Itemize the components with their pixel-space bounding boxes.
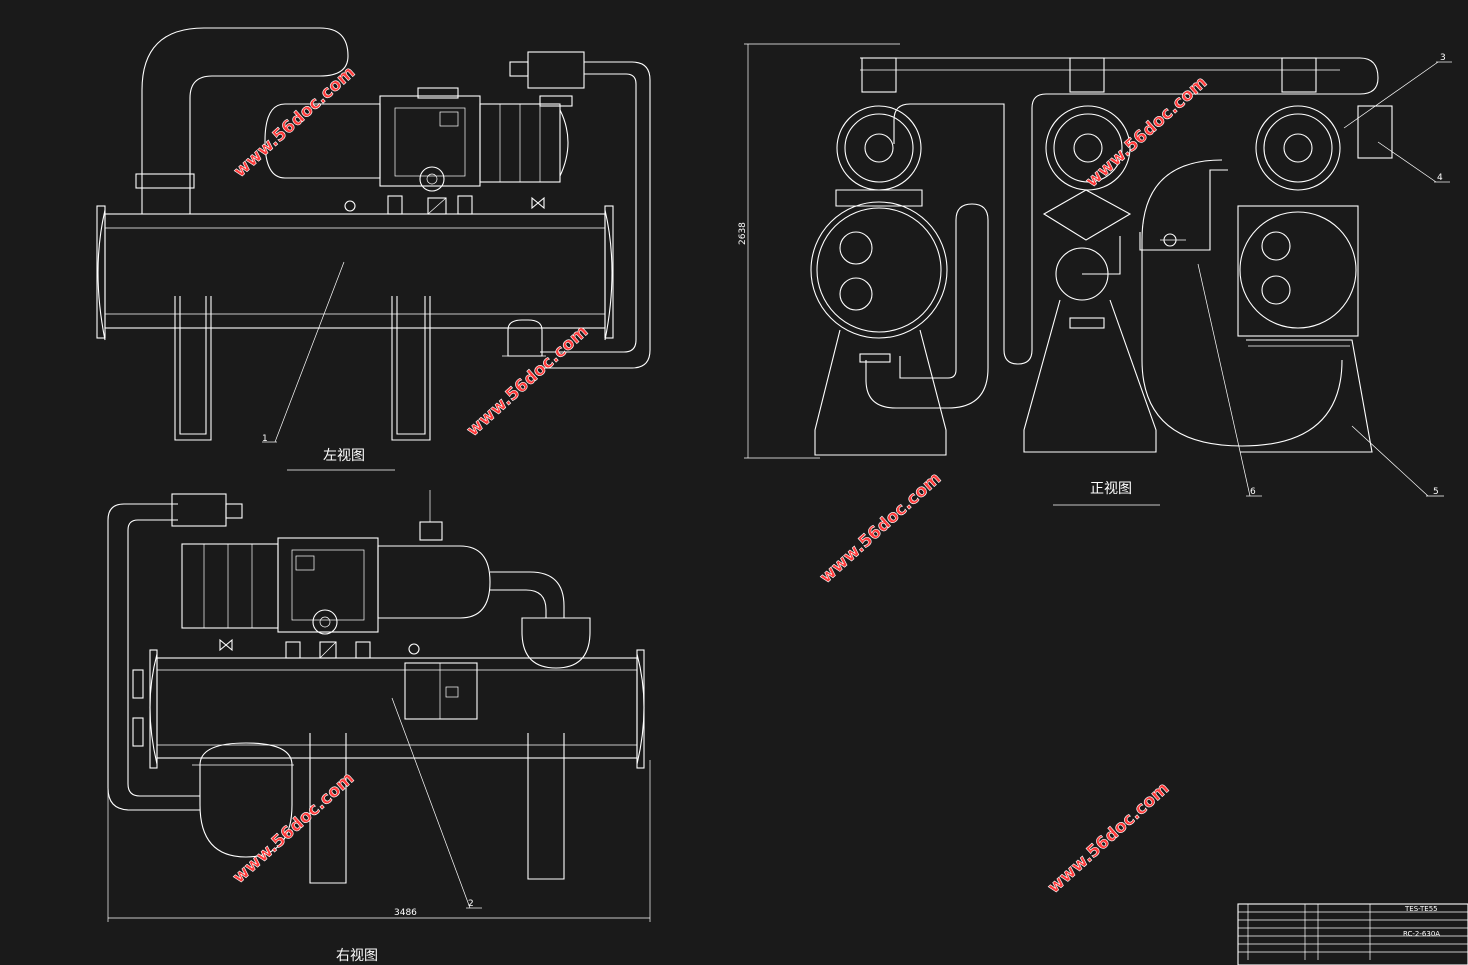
balloon-5: 5 (1433, 487, 1439, 497)
watermark: www.56doc.com (816, 468, 945, 587)
height-dimension: 2638 (738, 222, 748, 245)
watermark: www.56doc.com (1082, 72, 1211, 191)
balloon-1: 1 (262, 434, 268, 444)
watermark: www.56doc.com (1044, 778, 1173, 897)
title-block-drawing-no: TES-TE55 (1404, 905, 1438, 913)
title-block: TES-TE55 RC-2-630A (1237, 903, 1468, 965)
title-block-model: RC-2-630A (1403, 930, 1440, 938)
balloon-4: 4 (1437, 173, 1443, 183)
balloon-6: 6 (1250, 487, 1256, 497)
right-view-label: 右视图 (336, 948, 378, 964)
left-view: 1 左视图 (96, 27, 651, 471)
watermark: www.56doc.com (463, 321, 592, 440)
watermarks: www.56doc.com www.56doc.com www.56doc.co… (229, 62, 1212, 898)
front-view-label: 正视图 (1090, 481, 1132, 497)
watermark: www.56doc.com (230, 62, 359, 181)
balloon-3: 3 (1440, 53, 1446, 63)
width-dimension: 3486 (394, 908, 417, 918)
right-view: 3486 2 右视图 (107, 490, 651, 964)
balloon-2: 2 (468, 899, 474, 909)
watermark: www.56doc.com (229, 768, 358, 887)
left-view-label: 左视图 (323, 448, 365, 464)
front-view: 2638 3 4 5 6 正视图 (738, 43, 1452, 506)
